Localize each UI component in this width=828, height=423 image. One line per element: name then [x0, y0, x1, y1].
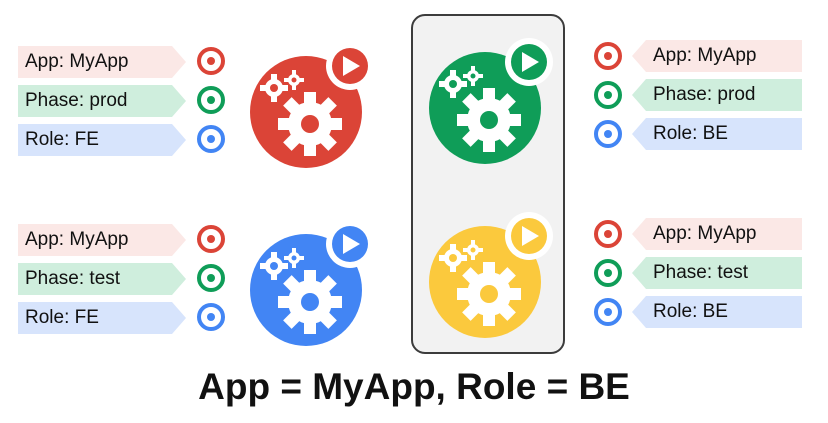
- target-icon: [594, 259, 622, 287]
- target-icon: [197, 225, 225, 253]
- label-role: Role: FE: [18, 302, 186, 334]
- label-phase: Phase: prod: [18, 85, 186, 117]
- label-app: App: MyApp: [632, 40, 802, 72]
- target-icon: [197, 264, 225, 292]
- pod-gears-play-icon: [429, 38, 553, 164]
- label-role: Role: FE: [18, 124, 186, 156]
- pod-gears-play-icon: [250, 220, 374, 346]
- target-icon: [197, 47, 225, 75]
- label-phase: Phase: test: [18, 263, 186, 295]
- label-app: App: MyApp: [18, 224, 186, 256]
- pod-gears-play-icon: [429, 212, 553, 338]
- target-icon: [594, 220, 622, 248]
- label-role: Role: BE: [632, 118, 802, 150]
- target-icon: [594, 81, 622, 109]
- selector-caption: App = MyApp, Role = BE: [198, 366, 630, 407]
- target-icon: [197, 86, 225, 114]
- label-role: Role: BE: [632, 296, 802, 328]
- target-icon: [594, 42, 622, 70]
- label-app: App: MyApp: [18, 46, 186, 78]
- target-icon: [594, 298, 622, 326]
- label-phase: Phase: test: [632, 257, 802, 289]
- pod-gears-play-icon: [250, 42, 374, 168]
- target-icon: [197, 125, 225, 153]
- target-icon: [594, 120, 622, 148]
- target-icon: [197, 303, 225, 331]
- label-phase: Phase: prod: [632, 79, 802, 111]
- label-app: App: MyApp: [632, 218, 802, 250]
